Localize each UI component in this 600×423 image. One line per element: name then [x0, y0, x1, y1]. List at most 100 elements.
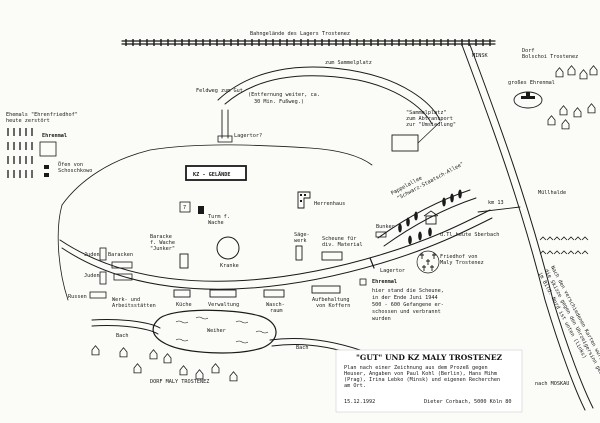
- label-feldweg: Feldweg zum Gut: [196, 88, 243, 94]
- bach-right: [269, 338, 361, 351]
- kz-gelaende-box: [185, 165, 247, 181]
- poplar-tree: [442, 197, 446, 207]
- label-zum-sammelplatz: zum Sammelplatz: [325, 60, 372, 66]
- weiher-waves: [175, 316, 269, 344]
- label-kz-gelaende: KZ - GELÄNDE: [193, 171, 230, 178]
- label-kueche: Küche: [176, 302, 192, 308]
- label-scheune-text-1: hier stand die Scheune,: [372, 288, 444, 294]
- baracken-boxes: [89, 247, 133, 299]
- wave: [175, 320, 189, 324]
- road-to-sammelplatz: [217, 66, 441, 125]
- label-wasch-2: raum: [270, 308, 283, 314]
- label-km13: km 13: [488, 200, 504, 206]
- house: [567, 65, 576, 76]
- muellhalde-marks: [539, 236, 589, 255]
- legend-line-1: Plan nach einer Zeichnung aus dem Prozeß…: [344, 365, 488, 371]
- house: [211, 363, 220, 374]
- bottom-buildings: [173, 285, 341, 298]
- poplar-tree: [406, 217, 410, 227]
- label-nach-moskau: nach MOSKAU: [535, 381, 569, 387]
- label-sammelplatz-1: "Sammelplatz": [406, 110, 447, 116]
- house: [587, 103, 596, 114]
- label-friedhof-1: Friedhof von: [440, 254, 477, 260]
- waste-mark: [567, 236, 575, 241]
- label-scheune-1: Scheune für: [322, 236, 356, 242]
- kranke-circle: [216, 236, 240, 260]
- herrenhaus: [297, 191, 311, 209]
- house: [555, 67, 564, 78]
- maly-trostenez-houses: [91, 345, 238, 382]
- legend-date: 15.12.1992: [344, 399, 375, 405]
- house: [229, 371, 238, 382]
- house: [573, 107, 582, 118]
- label-ehrenmal-small: Ehrenmal: [42, 133, 67, 139]
- sammelplatz-building: [391, 134, 419, 152]
- legend-line-4: am Ort.: [344, 383, 366, 389]
- label-scheune-text-4: schossen und verbrannt: [372, 309, 441, 315]
- label-aufbehaltung-2: von Koffern: [316, 303, 350, 309]
- label-grosses-ehrenmal: großes Ehrenmal: [508, 80, 555, 86]
- bolschoi-houses: [547, 65, 598, 130]
- label-minsk: MINSK: [472, 53, 488, 59]
- wachturm: [198, 206, 204, 214]
- label-turm-2: Wache: [208, 220, 224, 226]
- label-turm-1: Turm f.: [208, 214, 230, 220]
- cross: [432, 253, 436, 259]
- label-ehemals-1: Ehemals "Ehrenfriedhof": [6, 112, 78, 118]
- waste-mark: [553, 250, 561, 255]
- label-ehrenmal-main: Ehrenmal: [372, 279, 397, 285]
- label-juden-2: Juden: [84, 273, 100, 279]
- kz-boundary-left: [57, 204, 69, 301]
- label-verwaltung: Verwaltung: [208, 302, 239, 308]
- waste-mark: [546, 236, 554, 241]
- waste-mark: [581, 250, 589, 255]
- baracke-wache: [179, 253, 189, 269]
- waste-mark: [560, 236, 568, 241]
- legend-box: "GUT" UND KZ MALY TROSTENEZ Plan nach ei…: [335, 349, 523, 413]
- lagertor-gate: [217, 135, 233, 143]
- label-baracken: Baracken: [108, 252, 133, 258]
- scheune-building: [321, 251, 343, 261]
- house: [119, 347, 128, 358]
- label-dorf-bolschoi-2: Bolschoi Trostenez: [522, 54, 578, 60]
- ehrenmal-main-box: [359, 278, 367, 286]
- lagertor-post: [369, 257, 375, 269]
- verwaltung-building: [209, 289, 237, 298]
- waste-mark: [581, 236, 589, 241]
- waschraum-building: [263, 289, 285, 298]
- waste-mark: [567, 250, 575, 255]
- ehrenfriedhof-graves: [7, 128, 33, 178]
- label-bach-1: Bach: [116, 333, 129, 339]
- sberbach-house: [425, 215, 437, 225]
- railway: [121, 39, 496, 46]
- cross: [430, 265, 434, 271]
- label-wasch-1: Wasch-: [266, 302, 285, 308]
- highway-minsk-moskau: [461, 44, 594, 411]
- house: [179, 365, 188, 376]
- poplar-tree: [414, 211, 418, 221]
- label-werk-2: Arbeitsstätten: [112, 303, 156, 309]
- label-dorf-bolschoi-1: Dorf: [522, 48, 535, 54]
- poplar-tree: [418, 231, 422, 241]
- wave: [195, 316, 209, 320]
- bunker-box: [375, 231, 387, 238]
- friedhof-ring: [416, 250, 440, 274]
- weiher-pond: [152, 309, 277, 354]
- label-werk-1: Werk- und: [112, 297, 140, 303]
- house: [579, 69, 588, 80]
- house: [133, 363, 142, 374]
- wave: [235, 340, 249, 344]
- poplar-tree: [398, 223, 402, 233]
- label-oefen-1: Öfen von: [58, 161, 83, 168]
- ehrenmal-monument: [521, 92, 535, 99]
- house: [149, 349, 158, 360]
- label-baracke-3: "Junker": [150, 246, 175, 252]
- waste-mark: [539, 250, 547, 255]
- waste-mark: [546, 250, 554, 255]
- label-saegewerk-2: werk: [294, 238, 307, 244]
- label-muellhalde: Müllhalde: [538, 190, 566, 196]
- label-saegewerk-1: Säge-: [294, 232, 310, 238]
- ehrenmal-small-box: [39, 141, 57, 157]
- saegewerk-building: [295, 245, 303, 261]
